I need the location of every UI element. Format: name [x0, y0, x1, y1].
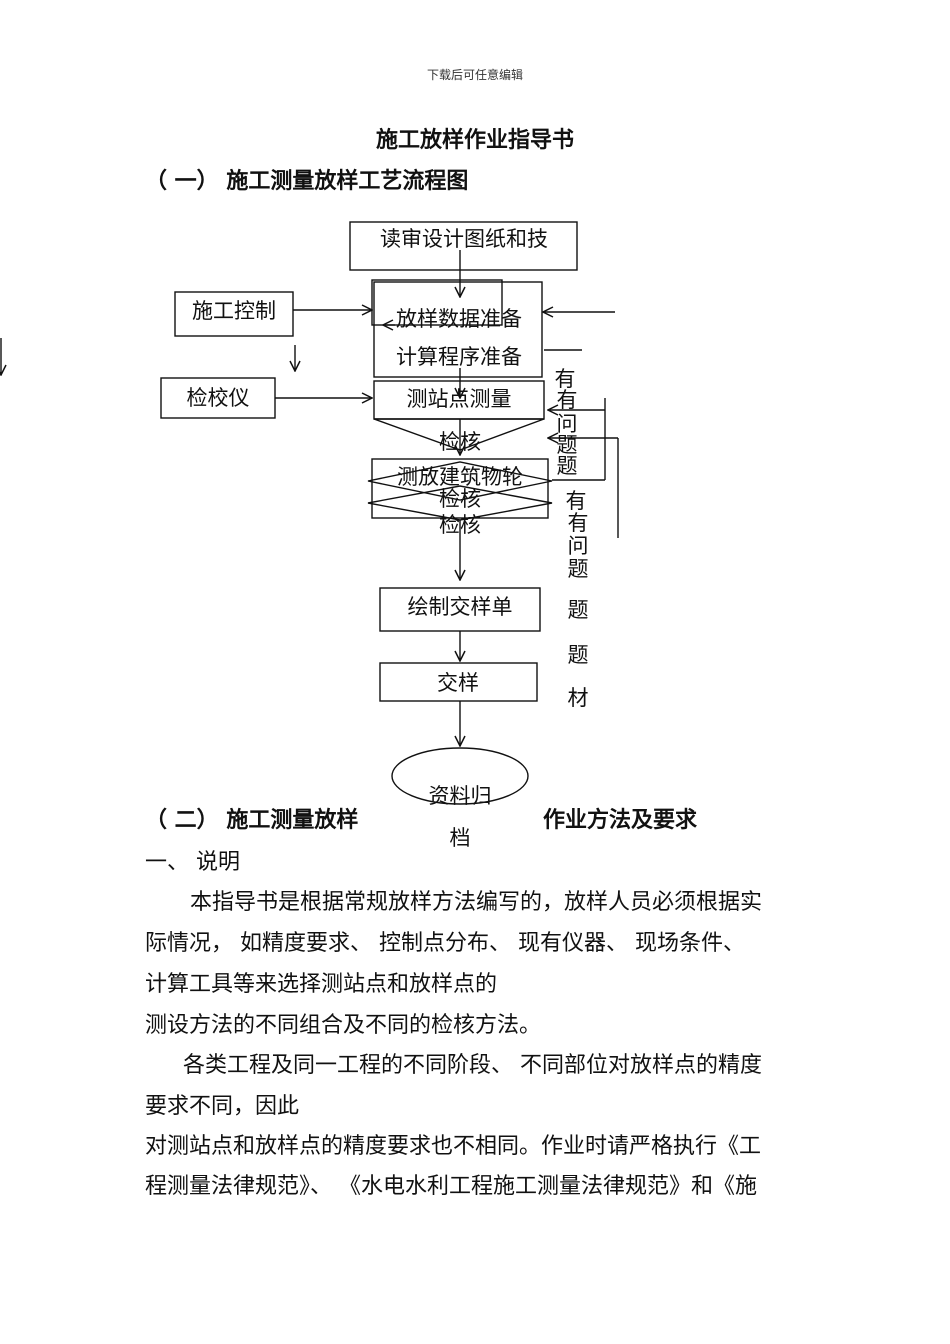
paragraph-line-8: 程测量法律规范》、 《水电水利工程施工测量法律规范》和《施	[145, 1174, 757, 1199]
label-check-2: 检核	[439, 487, 481, 511]
side-label-3: 问	[557, 412, 578, 436]
side-label-10: 题	[568, 598, 589, 622]
paragraph-line-5: 各类工程及同一工程的不同阶段、 不同部位对放样点的精度	[183, 1053, 762, 1078]
paragraph-line-6: 要求不同，因此	[145, 1094, 300, 1119]
sub-heading-explanation: 一、 说明	[145, 850, 240, 875]
box-data-prep	[373, 281, 543, 378]
paragraph-line-2: 际情况， 如精度要求、 控制点分布、 现有仪器、 现场条件、	[145, 931, 745, 956]
side-label-5: 题	[557, 454, 578, 478]
side-label-6: 有	[566, 489, 587, 513]
check-diamond-2	[367, 461, 553, 501]
label-read-design: 读审设计图纸和技	[380, 227, 548, 251]
label-construction-control: 施工控制	[192, 299, 276, 323]
paragraph-line-4: 测设方法的不同组合及不同的检核方法。	[145, 1013, 542, 1038]
side-label-7: 有	[568, 511, 589, 535]
paragraph-line-7: 对测站点和放样点的精度要求也不相同。作业时请严格执行《工	[145, 1134, 762, 1159]
side-label-2: 有	[557, 388, 578, 412]
paragraph-line-1: 本指导书是根据常规放样方法编写的，放样人员必须根据实	[190, 890, 763, 915]
label-archive-1: 资料归	[429, 784, 492, 808]
side-label-4: 题	[557, 433, 578, 457]
document-title: 施工放样作业指导书	[375, 128, 574, 153]
paragraph-line-3: 计算工具等来选择测站点和放样点的	[145, 972, 498, 997]
section-1-heading: （ 一） 施工测量放样工艺流程图	[145, 169, 469, 194]
archive-ellipse	[391, 747, 529, 805]
label-handover: 交样	[437, 671, 479, 695]
side-label-1: 有	[555, 367, 576, 391]
process-flowchart: 读审设计图纸和技 施工控制 放样数据准备 计算程序准备 检校仪 测站点测量 检核…	[0, 221, 619, 850]
box-building-outline	[371, 458, 549, 519]
label-draw-sheet: 绘制交样单	[408, 595, 513, 619]
label-program-prep: 计算程序准备	[396, 345, 522, 369]
label-archive-2: 档	[450, 826, 471, 850]
check-diamond-3	[367, 485, 553, 521]
label-check-3: 检核	[439, 513, 481, 537]
label-instrument-check: 检校仪	[187, 386, 250, 410]
box-data-prep-back	[371, 279, 503, 326]
check-diamond-1	[373, 418, 545, 451]
label-building-outline: 测放建筑物轮	[397, 465, 523, 489]
side-label-12: 材	[568, 686, 589, 710]
side-label-11: 题	[568, 643, 589, 667]
section-2-heading-left: （ 二） 施工测量放样	[145, 808, 359, 833]
box-read-design	[349, 221, 578, 271]
label-check-1: 检核	[439, 430, 481, 454]
box-handover	[379, 662, 538, 702]
box-construction-control	[174, 291, 294, 337]
page-header-note: 下载后可任意编辑	[426, 68, 523, 82]
label-station-survey: 测站点测量	[407, 387, 512, 411]
label-data-prep: 放样数据准备	[396, 307, 522, 331]
section-2-heading-right: 作业方法及要求	[543, 808, 698, 833]
side-label-9: 题	[568, 557, 589, 581]
side-label-8: 问	[568, 534, 589, 558]
